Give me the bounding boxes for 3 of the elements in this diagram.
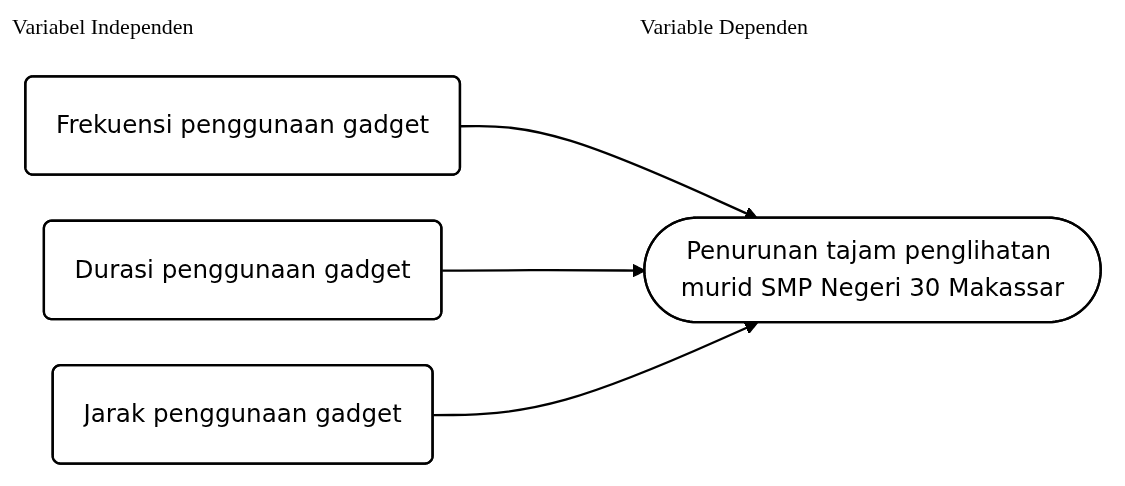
column-heading: Variabel Independen <box>12 14 194 40</box>
flowchart-drawing: Frekuensi penggunaan gadget Durasi penggunaan gadget Jarak penggunaan gadget Penurunan tajam penglihatan murid SMP Negeri 30 Makassar <box>12 64 1113 476</box>
column-heading: Variable Dependen <box>640 14 808 40</box>
